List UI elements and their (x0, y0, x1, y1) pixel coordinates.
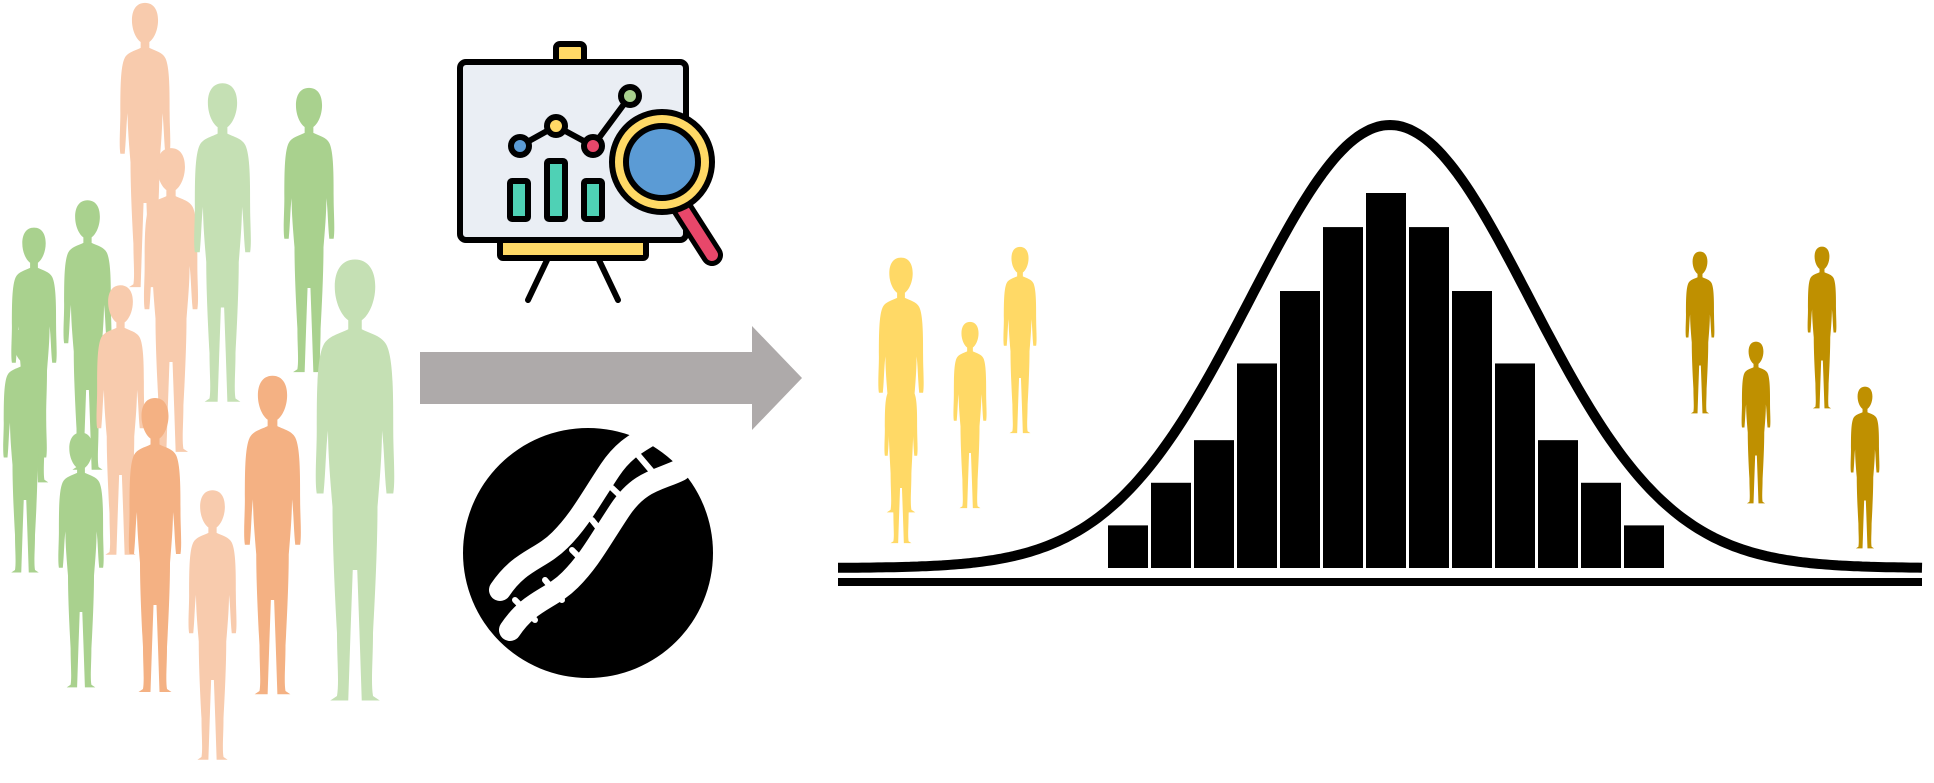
person-icon (283, 87, 335, 373)
person-icon (315, 259, 395, 701)
person-icon (58, 432, 104, 688)
histogram-bar (1323, 227, 1363, 568)
normal-curve-line (838, 119, 1923, 573)
person-icon (953, 321, 987, 509)
person-icon (1685, 251, 1715, 414)
histogram-bar (1280, 291, 1320, 568)
histogram-bar (1409, 227, 1449, 568)
presentation-board-analytics-icon (457, 41, 723, 303)
person-icon (188, 490, 237, 760)
person-icon (1850, 386, 1880, 549)
person-icon (1807, 246, 1837, 409)
histogram-bar (1194, 440, 1234, 568)
low-tail-group (878, 246, 1037, 544)
histogram-bar (1452, 291, 1492, 568)
distribution-chart (838, 119, 1923, 586)
person-icon (128, 398, 182, 692)
dna-icon (463, 409, 713, 678)
histogram-bar (1151, 482, 1191, 568)
histogram-bar (1366, 193, 1406, 568)
histogram-bar (1624, 525, 1664, 568)
high-tail-group (1685, 246, 1880, 549)
histogram-bar (1237, 363, 1277, 568)
histogram-bar (1538, 440, 1578, 568)
process-arrow (420, 326, 802, 430)
histogram-bar (1495, 363, 1535, 568)
person-icon (194, 83, 251, 402)
population-crowd (3, 2, 395, 760)
histogram-bar (1108, 525, 1148, 568)
person-icon (244, 375, 301, 695)
person-icon (1003, 246, 1037, 434)
histogram-bar (1581, 482, 1621, 568)
person-icon (1741, 341, 1771, 504)
